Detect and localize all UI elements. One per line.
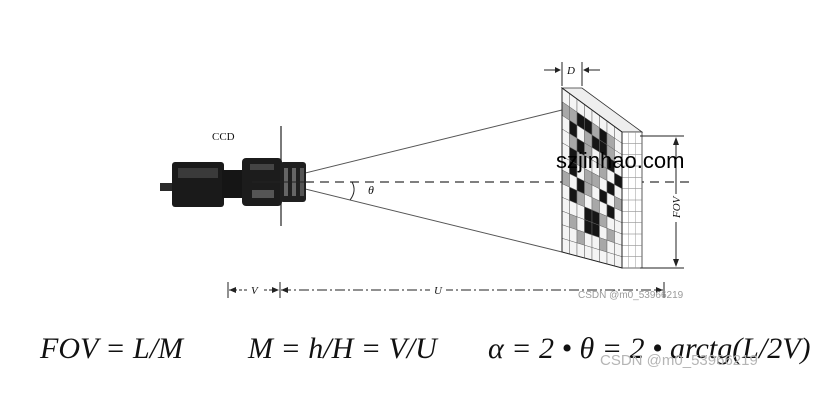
fov-label: FOV: [671, 195, 683, 219]
csdn-watermark-bottom: CSDN @m0_53966219: [600, 352, 758, 369]
u-label: U: [434, 285, 443, 297]
target-grid: [560, 87, 644, 269]
magnification-formula: M = h/H = V/U: [248, 332, 437, 365]
d-label: D: [566, 65, 575, 77]
target-cell: [569, 240, 578, 257]
v-label: V: [251, 285, 259, 297]
csdn-watermark-top: CSDN @m0_53966219: [578, 290, 684, 301]
site-watermark: szjinhao.com: [556, 148, 684, 173]
formula-row: FOV = L/M M = h/H = V/U α = 2 • θ = 2 • …: [0, 332, 837, 392]
target-cell: [569, 226, 578, 244]
fov-formula: FOV = L/M: [40, 332, 184, 365]
target-cell: [584, 244, 593, 261]
target-cell: [576, 229, 585, 246]
d-arrow-right-head: [583, 67, 589, 73]
fov-arrow-bottom: [673, 259, 679, 267]
target-cell: [584, 232, 593, 248]
theta-label: θ: [368, 183, 374, 197]
u-arrow-right: [656, 287, 663, 293]
theta-arc: [349, 181, 355, 201]
ccd-label: CCD: [212, 131, 235, 143]
v-arrow-right: [272, 287, 279, 293]
d-arrow-left-head: [555, 67, 561, 73]
v-arrow-left: [229, 287, 236, 293]
u-arrow-left: [281, 287, 288, 293]
target-cell: [591, 234, 600, 251]
angle-formula: α = 2 • θ = 2 • arctg(L/2V): [488, 332, 811, 365]
fov-arrow-top: [673, 137, 679, 145]
target-front-outline: [561, 87, 623, 269]
target-cell: [576, 242, 585, 259]
target-cell: [561, 224, 570, 241]
target-cell: [561, 237, 570, 255]
